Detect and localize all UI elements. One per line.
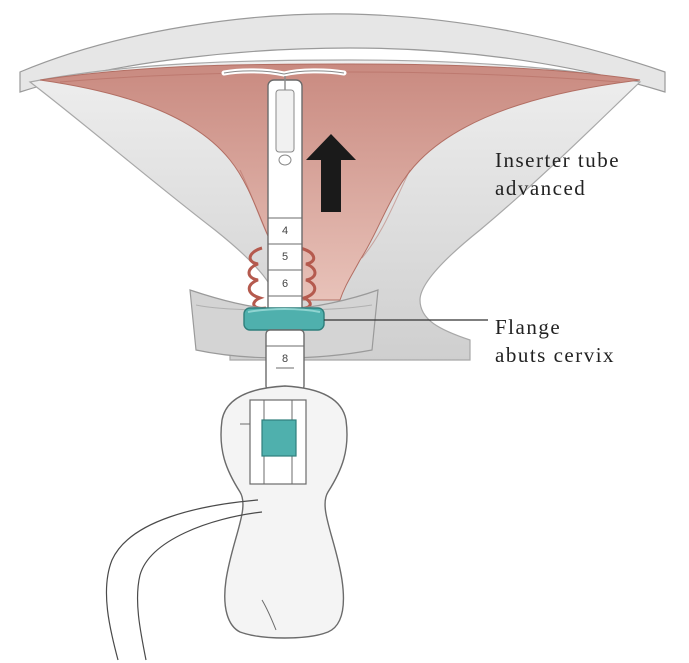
tube-marking-5: 5 xyxy=(282,251,288,263)
flange-label-line1: Flange xyxy=(495,313,615,341)
inserter-label-line1: Inserter tube xyxy=(495,146,620,174)
slider xyxy=(262,420,296,456)
tube-marking-6: 6 xyxy=(282,278,288,290)
flange-label-line2: abuts cervix xyxy=(495,341,615,369)
flange-label: Flange abuts cervix xyxy=(495,313,615,369)
tube-marking-8: 8 xyxy=(282,353,288,365)
inserter-label-line2: advanced xyxy=(495,174,620,202)
inserter-tube-label: Inserter tube advanced xyxy=(495,146,620,202)
tube-marking-4: 4 xyxy=(282,225,288,237)
